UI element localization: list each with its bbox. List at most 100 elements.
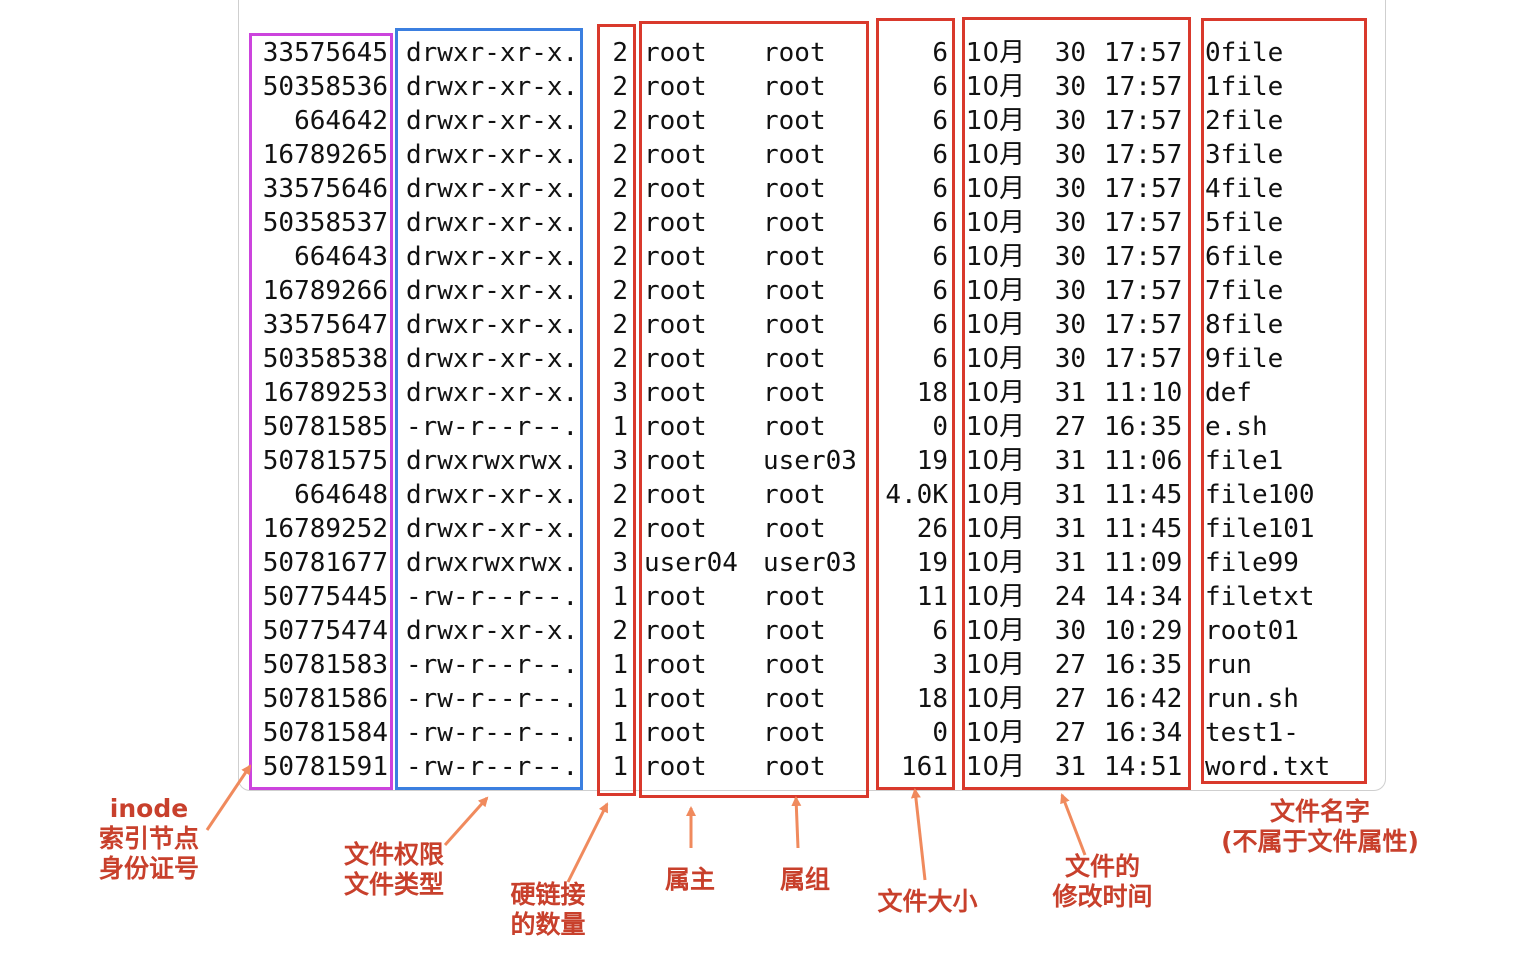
permission-cell: drwxr-xr-x. xyxy=(406,344,579,374)
time-cell: 16:35 xyxy=(1104,412,1183,442)
inode-cell: 664642 xyxy=(294,106,388,136)
owner-cell: root xyxy=(644,140,707,170)
owner-cell: root xyxy=(644,378,707,408)
filename-cell: file100 xyxy=(1205,480,1315,510)
group-cell: root xyxy=(763,38,826,68)
filename-cell: 3file xyxy=(1205,140,1284,170)
size-cell: 6 xyxy=(932,72,948,102)
size-cell: 6 xyxy=(932,208,948,238)
link-count-cell: 2 xyxy=(612,38,628,68)
group-cell: root xyxy=(763,140,826,170)
size-label: 文件大小 xyxy=(877,887,978,916)
size-cell: 6 xyxy=(932,140,948,170)
owner-cell: root xyxy=(644,752,707,782)
day-cell: 30 xyxy=(1054,310,1086,340)
permission-cell: drwxr-xr-x. xyxy=(406,276,579,306)
permission-cell: drwxr-xr-x. xyxy=(406,242,579,272)
inode-cell: 50358538 xyxy=(262,344,388,374)
owner-cell: root xyxy=(644,684,707,714)
month-cell: 10月 xyxy=(966,378,1026,408)
time-cell: 17:57 xyxy=(1104,310,1183,340)
permission-label: 文件权限 文件类型 xyxy=(343,840,444,899)
filename-cell: 1file xyxy=(1205,72,1284,102)
link-count-cell: 1 xyxy=(612,412,628,442)
day-cell: 31 xyxy=(1054,514,1086,544)
time-cell: 16:35 xyxy=(1104,650,1183,680)
owner-cell: root xyxy=(644,718,707,748)
link-count-cell: 1 xyxy=(612,582,628,612)
inode-cell: 50781583 xyxy=(262,650,388,680)
inode-cell: 50775445 xyxy=(262,582,388,612)
owner-cell: user04 xyxy=(644,548,738,578)
group-arrow xyxy=(791,796,802,849)
size-cell: 11 xyxy=(916,582,948,612)
owner-cell: root xyxy=(644,616,707,646)
day-cell: 31 xyxy=(1054,752,1086,782)
filename-cell: 6file xyxy=(1205,242,1284,272)
owner-cell: root xyxy=(644,650,707,680)
link-count-cell: 2 xyxy=(612,276,628,306)
time-cell: 17:57 xyxy=(1104,38,1183,68)
link-count-cell: 2 xyxy=(612,310,628,340)
link-count-cell: 2 xyxy=(612,208,628,238)
group-cell: root xyxy=(763,582,826,612)
permission-cell: -rw-r--r--. xyxy=(406,718,579,748)
time-cell: 11:45 xyxy=(1104,480,1183,510)
link-count-cell: 2 xyxy=(612,344,628,374)
group-cell: root xyxy=(763,242,826,272)
time-cell: 14:34 xyxy=(1104,582,1183,612)
month-cell: 10月 xyxy=(966,480,1026,510)
link-count-cell: 2 xyxy=(612,616,628,646)
filename-cell: run xyxy=(1205,650,1252,680)
owner-cell: root xyxy=(644,344,707,374)
inode-cell: 16789253 xyxy=(262,378,388,408)
filename-cell: 8file xyxy=(1205,310,1284,340)
inode-cell: 16789266 xyxy=(262,276,388,306)
inode-label: inode 索引节点 身份证号 xyxy=(98,794,199,883)
month-cell: 10月 xyxy=(966,38,1026,68)
month-cell: 10月 xyxy=(966,650,1026,680)
month-cell: 10月 xyxy=(966,106,1026,136)
inode-cell: 50781586 xyxy=(262,684,388,714)
month-cell: 10月 xyxy=(966,344,1026,374)
link-count-cell: 2 xyxy=(612,242,628,272)
group-cell: root xyxy=(763,72,826,102)
size-cell: 6 xyxy=(932,310,948,340)
size-cell: 26 xyxy=(916,514,948,544)
filename-cell: 9file xyxy=(1205,344,1284,374)
month-cell: 10月 xyxy=(966,174,1026,204)
size-arrow xyxy=(910,788,927,881)
owner-cell: root xyxy=(644,174,707,204)
time-cell: 17:57 xyxy=(1104,208,1183,238)
permission-cell: drwxr-xr-x. xyxy=(406,514,579,544)
permission-cell: drwxr-xr-x. xyxy=(406,616,579,646)
size-cell: 19 xyxy=(916,548,948,578)
day-cell: 30 xyxy=(1054,242,1086,272)
link-count-cell: 3 xyxy=(612,446,628,476)
filename-cell: def xyxy=(1205,378,1252,408)
month-cell: 10月 xyxy=(966,412,1026,442)
link-count-cell: 2 xyxy=(612,106,628,136)
inode-cell: 50775474 xyxy=(262,616,388,646)
day-cell: 30 xyxy=(1054,208,1086,238)
group-cell: user03 xyxy=(763,548,857,578)
size-cell: 6 xyxy=(932,616,948,646)
inode-cell: 33575646 xyxy=(262,174,388,204)
group-cell: root xyxy=(763,174,826,204)
size-cell: 18 xyxy=(916,378,948,408)
permission-cell: drwxr-xr-x. xyxy=(406,72,579,102)
inode-arrow xyxy=(205,764,252,831)
day-cell: 30 xyxy=(1054,174,1086,204)
permission-cell: drwxr-xr-x. xyxy=(406,38,579,68)
link-count-cell: 3 xyxy=(612,378,628,408)
owner-cell: root xyxy=(644,582,707,612)
group-label: 属组 xyxy=(779,865,830,894)
permission-cell: -rw-r--r--. xyxy=(406,752,579,782)
link-count-cell: 2 xyxy=(612,72,628,102)
owner-cell: root xyxy=(644,412,707,442)
